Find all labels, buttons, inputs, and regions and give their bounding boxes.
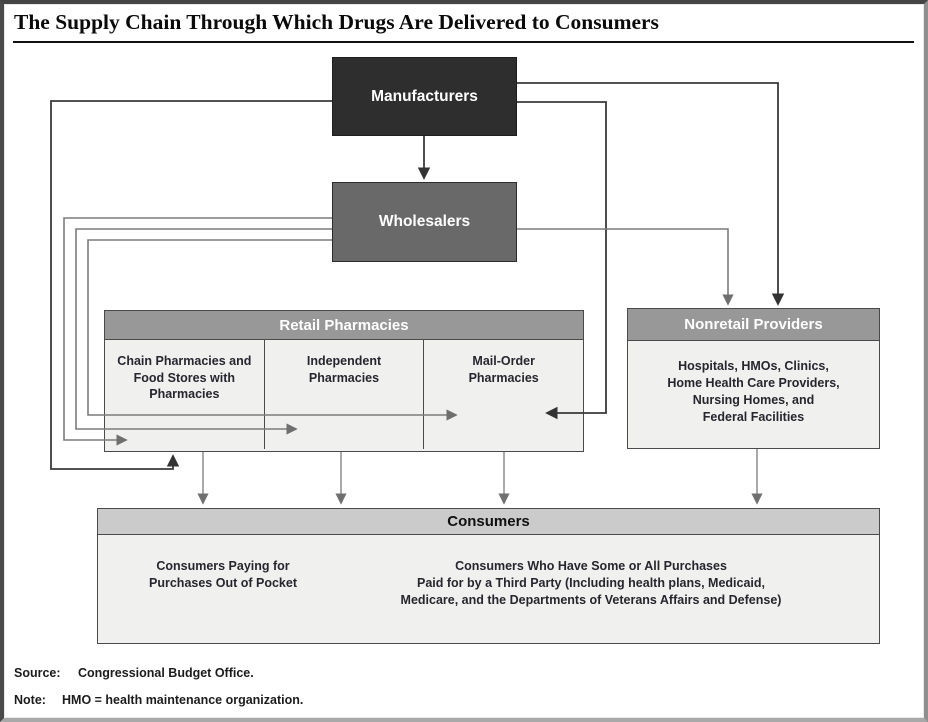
- nonretail-providers-header: Nonretail Providers: [628, 309, 879, 341]
- consumers-header: Consumers: [98, 509, 879, 535]
- retail-pharmacies-header-label: Retail Pharmacies: [279, 316, 409, 334]
- cell-mail-order-pharmacies: Mail-Order Pharmacies: [423, 340, 583, 449]
- nonretail-providers-header-label: Nonretail Providers: [684, 316, 823, 333]
- edge-wholesalers-nonretail: [517, 228, 734, 306]
- retail-pharmacies-cells: Chain Pharmacies and Food Stores with Ph…: [105, 340, 583, 449]
- node-wholesalers: Wholesalers: [332, 182, 517, 262]
- consumers-body: Consumers Paying for Purchases Out of Po…: [98, 535, 879, 645]
- source-label: Source:: [14, 666, 61, 680]
- note-row: Note: HMO = health maintenance organizat…: [0, 693, 928, 709]
- consumers-out-of-pocket-text: Consumers Paying for Purchases Out of Po…: [149, 559, 297, 590]
- note-text: HMO = health maintenance organization.: [62, 693, 304, 707]
- node-wholesalers-label: Wholesalers: [378, 213, 471, 230]
- retail-pharmacies-header: Retail Pharmacies: [105, 311, 583, 340]
- group-retail-pharmacies: Retail Pharmacies Chain Pharmacies and F…: [104, 310, 584, 452]
- cell-independent-pharmacies: Independent Pharmacies: [263, 340, 424, 449]
- consumers-third-party-text: Consumers Who Have Some or All Purchases…: [400, 559, 782, 607]
- source-text: Congressional Budget Office.: [78, 666, 254, 680]
- node-manufacturers: Manufacturers: [332, 57, 517, 136]
- figure-title: The Supply Chain Through Which Drugs Are…: [14, 10, 659, 34]
- group-consumers: Consumers Consumers Paying for Purchases…: [97, 508, 880, 644]
- group-nonretail-providers: Nonretail Providers Hospitals, HMOs, Cli…: [627, 308, 880, 449]
- title-rule: [13, 41, 914, 43]
- note-label: Note:: [14, 693, 46, 707]
- nonretail-providers-body: Hospitals, HMOs, Clinics, Home Health Ca…: [667, 359, 840, 424]
- edge-manufacturers-nonretail: [517, 82, 785, 306]
- consumers-header-label: Consumers: [447, 513, 530, 530]
- cell-chain-pharmacies: Chain Pharmacies and Food Stores with Ph…: [117, 354, 252, 401]
- node-manufacturers-label: Manufacturers: [371, 87, 478, 105]
- source-row: Source: Congressional Budget Office.: [0, 666, 928, 682]
